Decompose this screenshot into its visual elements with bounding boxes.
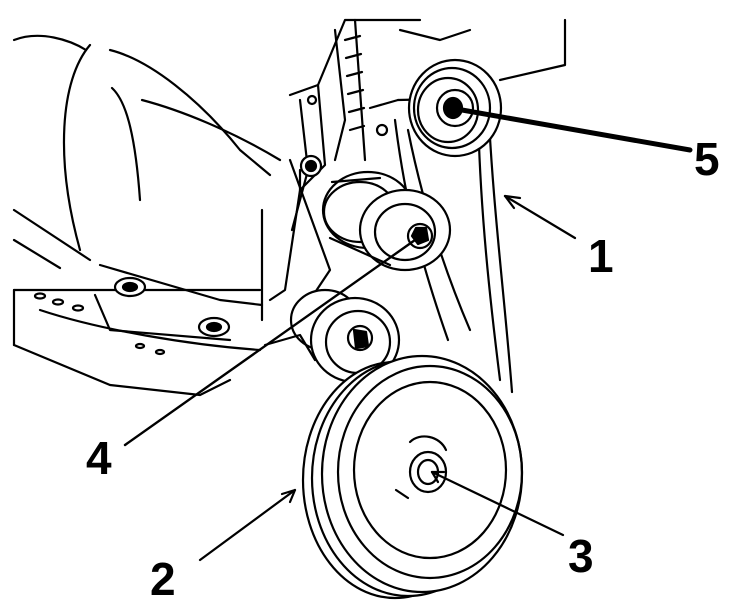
mounting-bracket bbox=[268, 18, 567, 302]
drive-pulley bbox=[301, 354, 524, 600]
engine-housing bbox=[12, 34, 282, 397]
housing-bolt bbox=[113, 276, 147, 298]
label-3: 3 bbox=[568, 530, 594, 582]
leader-line-4 bbox=[123, 238, 417, 447]
label-2: 2 bbox=[150, 553, 176, 601]
leader-line-2 bbox=[198, 488, 297, 562]
leader-line-5 bbox=[459, 107, 693, 153]
label-4: 4 bbox=[86, 432, 112, 484]
housing-bolt bbox=[197, 316, 231, 338]
leader-lines bbox=[123, 107, 693, 562]
leader-line-3 bbox=[430, 470, 565, 537]
tensioner-pulley bbox=[263, 154, 401, 384]
label-1: 1 bbox=[588, 230, 614, 282]
label-5: 5 bbox=[694, 133, 720, 185]
top-pulley bbox=[407, 58, 503, 158]
leader-line-1 bbox=[503, 194, 577, 240]
idler-pulley bbox=[321, 170, 452, 272]
